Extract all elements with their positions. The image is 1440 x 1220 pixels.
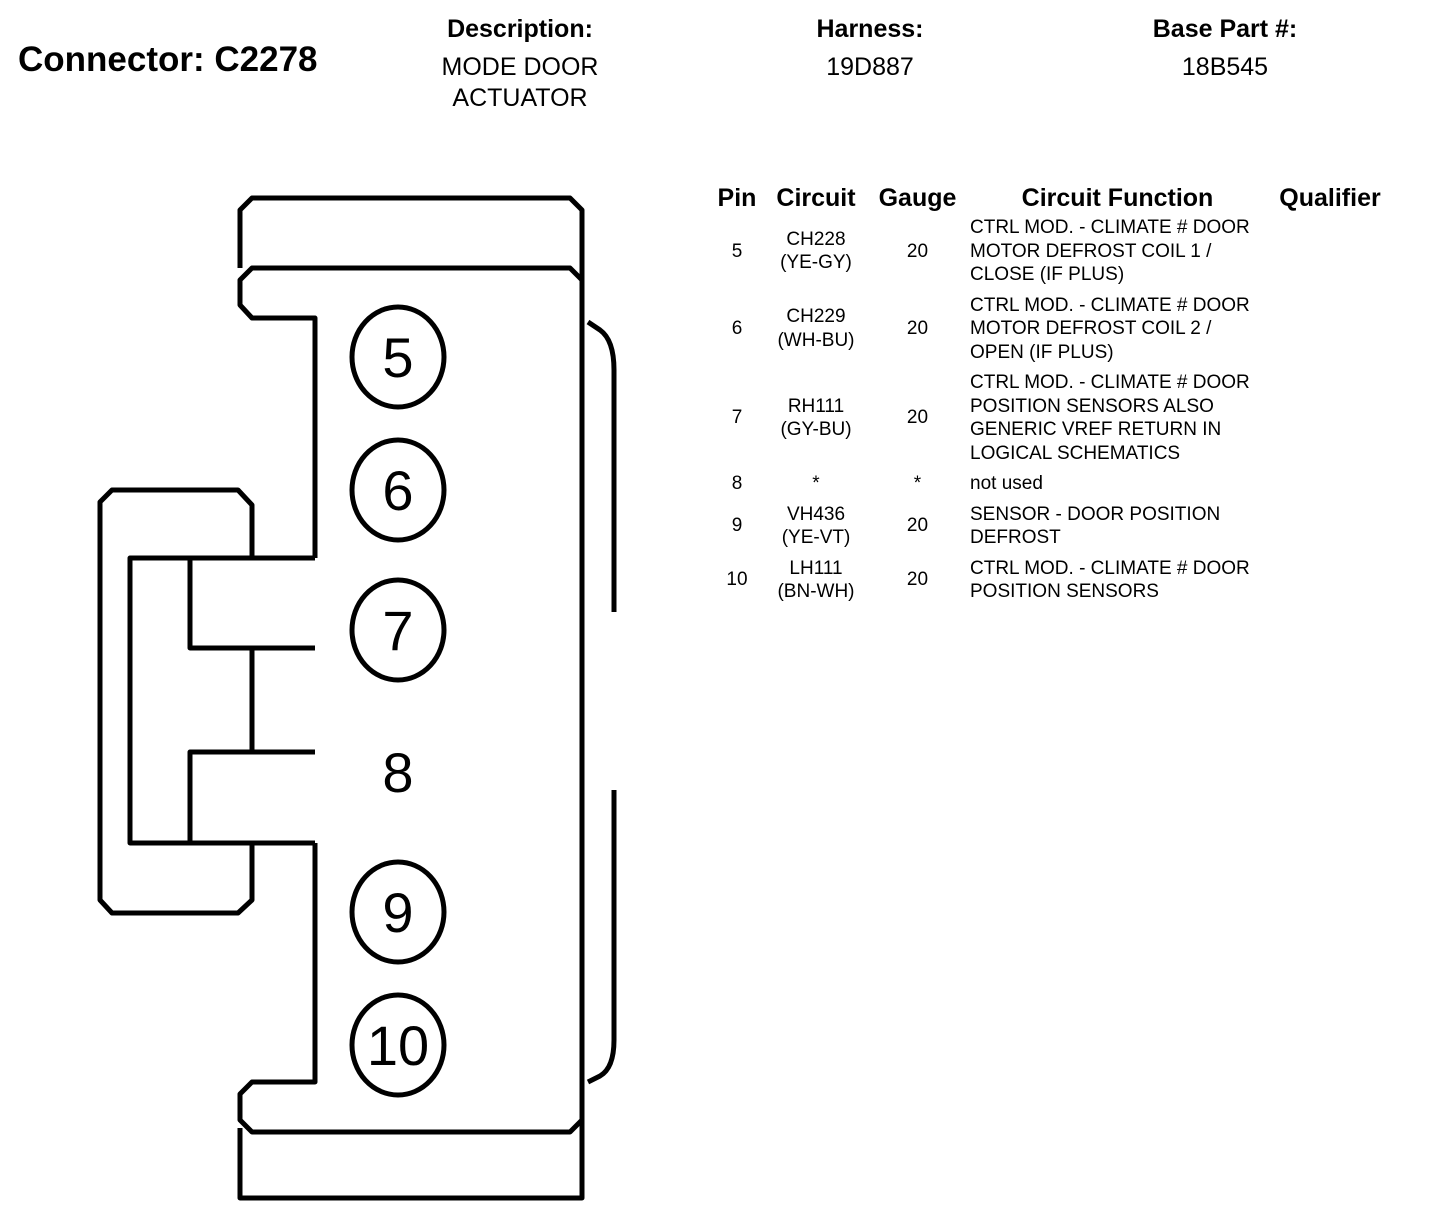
harness-label: Harness: (816, 15, 924, 43)
pin-circle (349, 304, 447, 410)
pin-number-5: 5 (382, 326, 413, 389)
pin-cell: 7 (731, 407, 743, 429)
gauge-cell: 20 (906, 318, 929, 339)
pin-circle (349, 992, 447, 1098)
pin-number-10: 10 (367, 1014, 429, 1077)
circuit-color: (BN-WH) (777, 581, 855, 602)
function-cell: CTRL MOD. - CLIMATE # DOOR POSITION SENS… (970, 372, 1250, 464)
function-cell: SENSOR - DOOR POSITION DEFROST (970, 503, 1221, 549)
harness-block: Harness: 19D887 (770, 15, 970, 83)
pin-cell: 5 (731, 240, 743, 262)
circuit-id: CH229 (786, 306, 846, 328)
connector-outline (97, 195, 617, 1201)
function-cell: CTRL MOD. - CLIMATE # DOOR MOTOR DEFROST… (970, 217, 1250, 285)
harness-value: 19D887 (826, 53, 914, 81)
pin-number-9: 9 (382, 881, 413, 944)
pin-number-6: 6 (382, 459, 413, 522)
circuit-color: (GY-BU) (780, 419, 852, 440)
pin-table: Pin Circuit Gauge Circuit Function Quali… (712, 180, 1390, 611)
base-part-block: Base Part #: 18B545 (1110, 15, 1340, 83)
qualifier-cell (1270, 294, 1390, 372)
circuit-cell: CH228(YE-GY) (762, 216, 870, 294)
description-block: Description: MODE DOOR ACTUATOR (400, 15, 640, 114)
pin-circle (349, 437, 447, 543)
header-qualifier: Qualifier (1279, 183, 1381, 212)
qualifier-cell (1270, 557, 1390, 611)
pin-number-8: 8 (382, 741, 413, 804)
gauge-cell: 20 (906, 407, 929, 429)
header-circuit: Circuit (776, 183, 856, 212)
gauge-cell: * (913, 473, 922, 494)
table-row: 9 VH436(YE-VT) 20 SENSOR - DOOR POSITION… (712, 503, 1390, 557)
circuit-id: CH228 (786, 228, 846, 250)
gauge-cell: 20 (906, 240, 929, 262)
function-cell: CTRL MOD. - CLIMATE # DOOR POSITION SENS… (970, 557, 1250, 603)
table-header-row: Pin Circuit Gauge Circuit Function Quali… (712, 180, 1390, 216)
table-row: 6 CH229(WH-BU) 20 CTRL MOD. - CLIMATE # … (712, 294, 1390, 372)
qualifier-cell (1270, 472, 1390, 503)
qualifier-cell (1270, 503, 1390, 557)
pin-number-7: 7 (382, 599, 413, 662)
base-part-label: Base Part #: (1152, 15, 1298, 43)
circuit-cell: VH436(YE-VT) (762, 503, 870, 557)
header-circuit-function: Circuit Function (1021, 183, 1214, 212)
qualifier-cell (1270, 371, 1390, 472)
circuit-color: (YE-VT) (781, 527, 851, 548)
qualifier-cell (1270, 216, 1390, 294)
description-value: MODE DOOR ACTUATOR (441, 53, 599, 112)
circuit-id: VH436 (786, 503, 846, 525)
circuit-cell: CH229(WH-BU) (762, 294, 870, 372)
header-pin: Pin (717, 183, 757, 212)
pin-group: 5 6 7 8 9 10 (349, 304, 447, 1098)
base-part-value: 18B545 (1181, 53, 1269, 81)
connector-title: Connector: C2278 (18, 40, 318, 79)
circuit-cell: * (762, 472, 870, 503)
circuit-cell: RH111(GY-BU) (762, 371, 870, 472)
connector-diagram: 5 6 7 8 9 10 (97, 195, 617, 1201)
circuit-id: RH111 (787, 395, 845, 417)
circuit-cell: LH111(BN-WH) (762, 557, 870, 611)
table-row: 5 CH228(YE-GY) 20 CTRL MOD. - CLIMATE # … (712, 216, 1390, 294)
pin-cell: 8 (731, 473, 743, 494)
gauge-cell: 20 (906, 515, 929, 537)
pin-cell: 9 (731, 515, 743, 537)
table-row: 10 LH111(BN-WH) 20 CTRL MOD. - CLIMATE #… (712, 557, 1390, 611)
pin-circle (349, 577, 447, 683)
circuit-color: (YE-GY) (780, 252, 852, 274)
function-cell: not used (970, 473, 1043, 494)
circuit-id: * (812, 473, 820, 494)
header-gauge: Gauge (878, 183, 957, 212)
description-label: Description: (447, 15, 593, 43)
gauge-cell: 20 (906, 569, 929, 591)
pin-cell: 10 (726, 569, 748, 591)
table-row: 7 RH111(GY-BU) 20 CTRL MOD. - CLIMATE # … (712, 371, 1390, 472)
pin-circle (349, 859, 447, 965)
table-row: 8 * * not used (712, 472, 1390, 503)
pin-cell: 6 (731, 318, 743, 339)
circuit-color: (WH-BU) (777, 329, 855, 351)
circuit-id: LH111 (789, 557, 843, 579)
function-cell: CTRL MOD. - CLIMATE # DOOR MOTOR DEFROST… (970, 294, 1250, 363)
